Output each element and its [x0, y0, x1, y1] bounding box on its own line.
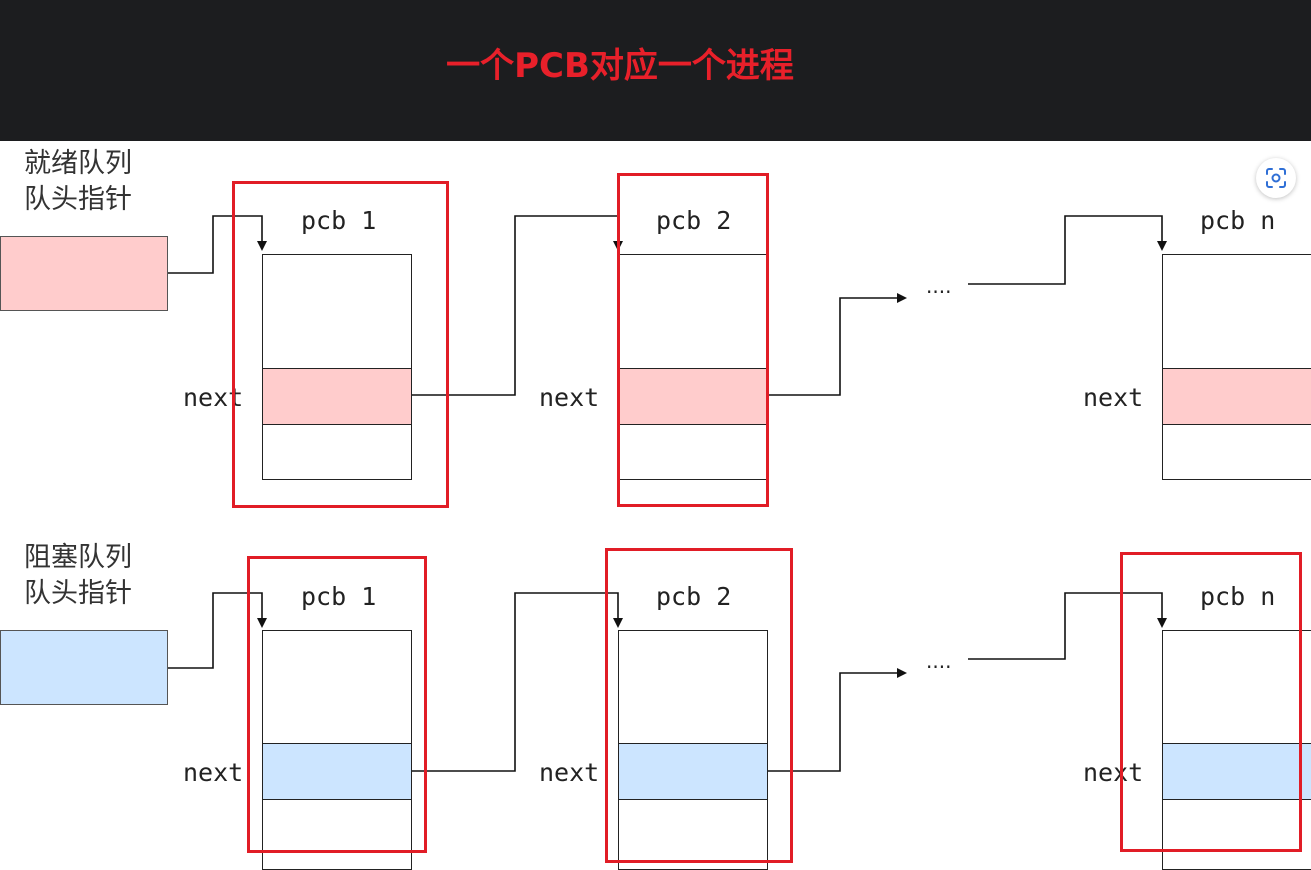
page-title: 一个PCB对应一个进程 — [446, 46, 794, 86]
blocked-queue-label: 阻塞队列 队头指针 — [24, 540, 132, 612]
ready-queue-head-pointer — [0, 236, 168, 311]
ready-pcb2-next-slot — [619, 368, 767, 425]
ready-pcb1-highlight-frame — [232, 181, 449, 508]
ready-head-connector — [168, 215, 267, 274]
ready-pcbn-next-label: next — [1083, 383, 1144, 412]
ready-pcb2-next-label: next — [539, 383, 600, 412]
blocked-pcb2-title: pcb 2 — [656, 582, 732, 611]
blocked-pcb2-next-connector — [768, 668, 907, 772]
ready-ellipsis: ···· — [926, 280, 952, 304]
blocked-pcb2-next-label: next — [539, 758, 600, 787]
blocked-pcb2-highlight-frame — [605, 548, 793, 863]
blocked-pcb1-box — [262, 630, 412, 870]
blocked-pcb1-highlight-frame — [247, 556, 427, 853]
ready-pcbn-box — [1162, 254, 1311, 480]
header-bar: 一个PCB对应一个进程 — [0, 0, 1311, 141]
ready-pcbn-title: pcb n — [1200, 206, 1276, 235]
blocked-ellipsis-connector — [968, 592, 1167, 660]
blocked-pcbn-title: pcb n — [1200, 582, 1276, 611]
ready-queue-label-line1: 就绪队列 — [24, 148, 132, 179]
blocked-pcbn-box — [1162, 630, 1311, 870]
ready-pcb1-next-slot — [263, 368, 411, 425]
blocked-pcbn-next-label: next — [1083, 758, 1144, 787]
blocked-pcb1-next-connector — [411, 592, 623, 772]
blocked-pcb2-next-slot — [619, 743, 767, 800]
blocked-ellipsis: ···· — [926, 655, 952, 679]
ready-ellipsis-connector — [968, 215, 1167, 285]
ready-queue-label-line2: 队头指针 — [24, 184, 132, 215]
blocked-pcbn-highlight-frame — [1120, 552, 1302, 852]
diagram-canvas: 就绪队列 队头指针 pcb 1 next pcb 2 next ···· pcb… — [0, 141, 1311, 870]
ready-pcb2-title: pcb 2 — [656, 206, 732, 235]
blocked-queue-label-line1: 阻塞队列 — [24, 542, 132, 573]
ready-pcb1-box — [262, 254, 412, 480]
blocked-pcb1-title: pcb 1 — [301, 582, 377, 611]
scan-button[interactable] — [1256, 158, 1296, 198]
ready-pcbn-next-slot — [1163, 368, 1311, 425]
ready-pcb2-box — [618, 254, 768, 480]
blocked-pcbn-next-slot — [1163, 743, 1311, 800]
blocked-queue-label-line2: 队头指针 — [24, 578, 132, 609]
blocked-pcb1-next-slot — [263, 743, 411, 800]
ready-pcb2-highlight-frame — [617, 173, 769, 507]
ready-pcb1-title: pcb 1 — [301, 206, 377, 235]
blocked-head-connector — [168, 592, 267, 669]
scan-icon — [1266, 168, 1286, 188]
ready-pcb2-next-connector — [768, 293, 907, 396]
blocked-queue-head-pointer — [0, 630, 168, 705]
blocked-pcb1-next-label: next — [183, 758, 244, 787]
ready-queue-label: 就绪队列 队头指针 — [24, 146, 132, 218]
blocked-pcb2-box — [618, 630, 768, 870]
